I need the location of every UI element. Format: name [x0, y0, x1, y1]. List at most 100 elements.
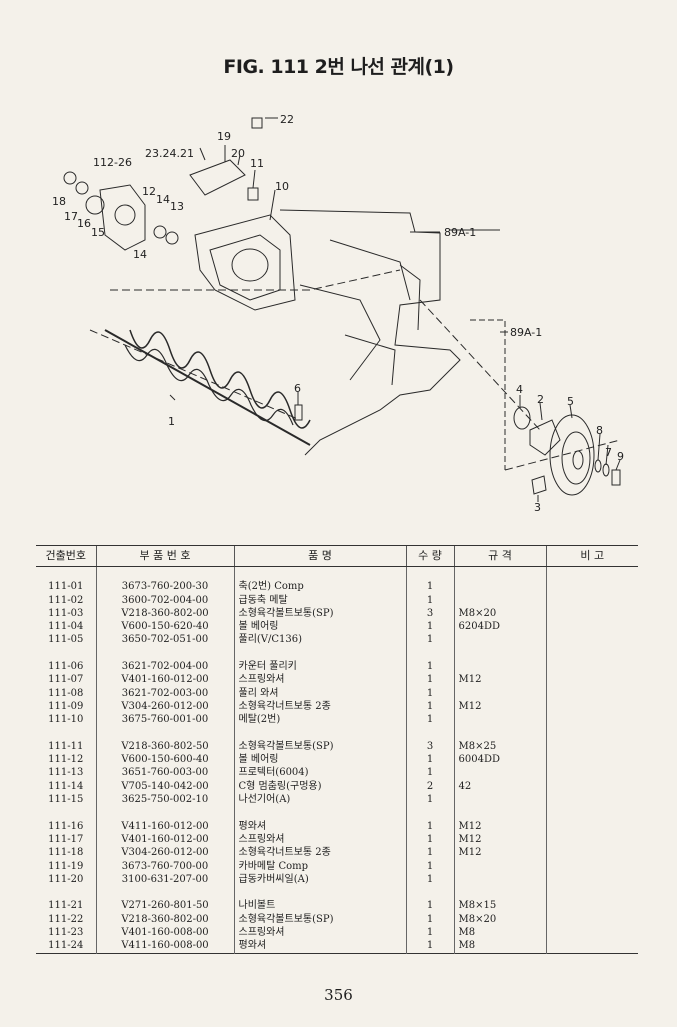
part-name-cell: 나선기어(A) — [233, 793, 406, 807]
remarks-cell — [545, 793, 638, 807]
quantity-cell: 1 — [405, 939, 454, 954]
spec-cell: 6204DD — [453, 620, 546, 634]
part-name-cell: 소형육각너트보통 2종 — [233, 846, 406, 860]
remarks-cell — [545, 620, 638, 634]
remarks-cell — [545, 739, 638, 754]
spec-cell — [453, 633, 546, 647]
bearing-flange — [529, 419, 561, 456]
ref-no-cell: 111-13 — [48, 767, 84, 779]
spec-cell: M8×25 — [453, 739, 546, 754]
part-name-cell: 스프링와셔 — [233, 832, 406, 847]
part-name-cell: 풀리 와셔 — [233, 686, 406, 700]
callout-22: 22 — [280, 113, 294, 126]
part-number-cell: 3621-702-003-00 — [95, 686, 234, 700]
header-part-no: 부 품 번 호 — [95, 545, 234, 567]
cover-plate — [189, 159, 246, 196]
part-number-cell: V271-260-801-50 — [95, 899, 234, 913]
part-number-cell: 3621-702-004-00 — [95, 660, 234, 674]
auger-shaft — [104, 329, 311, 446]
remarks-cell — [545, 912, 638, 927]
quantity-cell: 3 — [405, 739, 454, 754]
part-name-cell: 카운터 풀리키 — [233, 660, 406, 674]
quantity-cell: 3 — [405, 606, 454, 621]
spec-cell — [453, 713, 546, 727]
callout-8: 8 — [596, 424, 603, 437]
part-name-cell: 평와셔 — [233, 819, 406, 833]
spec-cell: 42 — [453, 779, 546, 794]
remarks-cell — [545, 686, 638, 700]
table-spacer-row — [36, 566, 638, 581]
spec-cell — [453, 580, 546, 594]
ref-no-cell: 111-07 — [48, 674, 84, 686]
ref-no-cell: 111-16 — [48, 820, 84, 832]
part-name-cell: 축(2번) Comp — [233, 580, 406, 594]
quantity-cell: 1 — [405, 926, 454, 940]
part-name-cell: 프로텍터(6004) — [233, 766, 406, 780]
callout-1: 1 — [168, 415, 175, 428]
spec-cell — [453, 859, 546, 873]
ref-no-cell: 111-20 — [48, 873, 84, 885]
callout-17: 17 — [64, 210, 78, 223]
remarks-cell — [545, 766, 638, 780]
ball-bearing — [513, 406, 531, 430]
part-name-cell: 볼 베어링 — [233, 620, 406, 634]
spec-cell: M12 — [453, 846, 546, 860]
table-header-row: 건출번호 부 품 번 호 품 명 수 량 규 격 비 고 — [36, 545, 638, 567]
quantity-cell: 1 — [405, 580, 454, 594]
part-name-cell: 나비볼트 — [233, 899, 406, 913]
part-name-cell: 소형육각볼트보통(SP) — [233, 606, 406, 621]
quantity-cell: 1 — [405, 872, 454, 887]
bracket-housing — [194, 214, 296, 311]
table-spacer-row — [36, 646, 638, 661]
part-name-cell: 급동축 메탈 — [233, 593, 406, 607]
quantity-cell: 1 — [405, 620, 454, 634]
spec-cell — [453, 686, 546, 700]
quantity-cell: 2 — [405, 779, 454, 794]
spec-cell — [453, 593, 546, 607]
spec-cell — [453, 766, 546, 780]
remarks-cell — [545, 580, 638, 594]
part-name-cell: 스프링와셔 — [233, 926, 406, 940]
spec-cell: M8×20 — [453, 606, 546, 621]
callout-5: 5 — [567, 395, 574, 408]
part-number-cell: V218-360-802-50 — [95, 739, 234, 754]
spec-cell — [453, 660, 546, 674]
part-name-cell: 평와셔 — [233, 939, 406, 954]
remarks-cell — [545, 872, 638, 887]
spec-cell: M8 — [453, 926, 546, 940]
spec-cell — [453, 872, 546, 887]
ref-no-cell: 111-10 — [48, 714, 84, 726]
part-name-cell: 소형육각볼트보통(SP) — [233, 912, 406, 927]
quantity-cell: 1 — [405, 819, 454, 833]
remarks-cell — [545, 673, 638, 687]
spec-cell: M12 — [453, 832, 546, 847]
part-name-cell: 급동카버씨일(A) — [233, 872, 406, 887]
ref-no-cell: 111-17 — [48, 833, 84, 845]
part-number-cell: V411-160-008-00 — [95, 939, 234, 954]
callout-23-24-21: 23.24.21 — [145, 147, 194, 160]
remarks-cell — [545, 713, 638, 727]
part-number-cell: V705-140-042-00 — [95, 779, 234, 794]
part-number-cell: V304-260-012-00 — [95, 846, 234, 860]
ref-no-cell: 111-22 — [48, 913, 84, 925]
ref-no-cell: 111-19 — [48, 860, 84, 872]
part-number-cell: 3100-631-207-00 — [95, 872, 234, 887]
header-spec: 규 격 — [453, 545, 546, 567]
quantity-cell: 1 — [405, 753, 454, 767]
ref-no-cell: 111-06 — [48, 661, 84, 673]
part-number-cell: V218-360-802-00 — [95, 606, 234, 621]
part-name-cell: 풀리(V/C136) — [233, 633, 406, 647]
